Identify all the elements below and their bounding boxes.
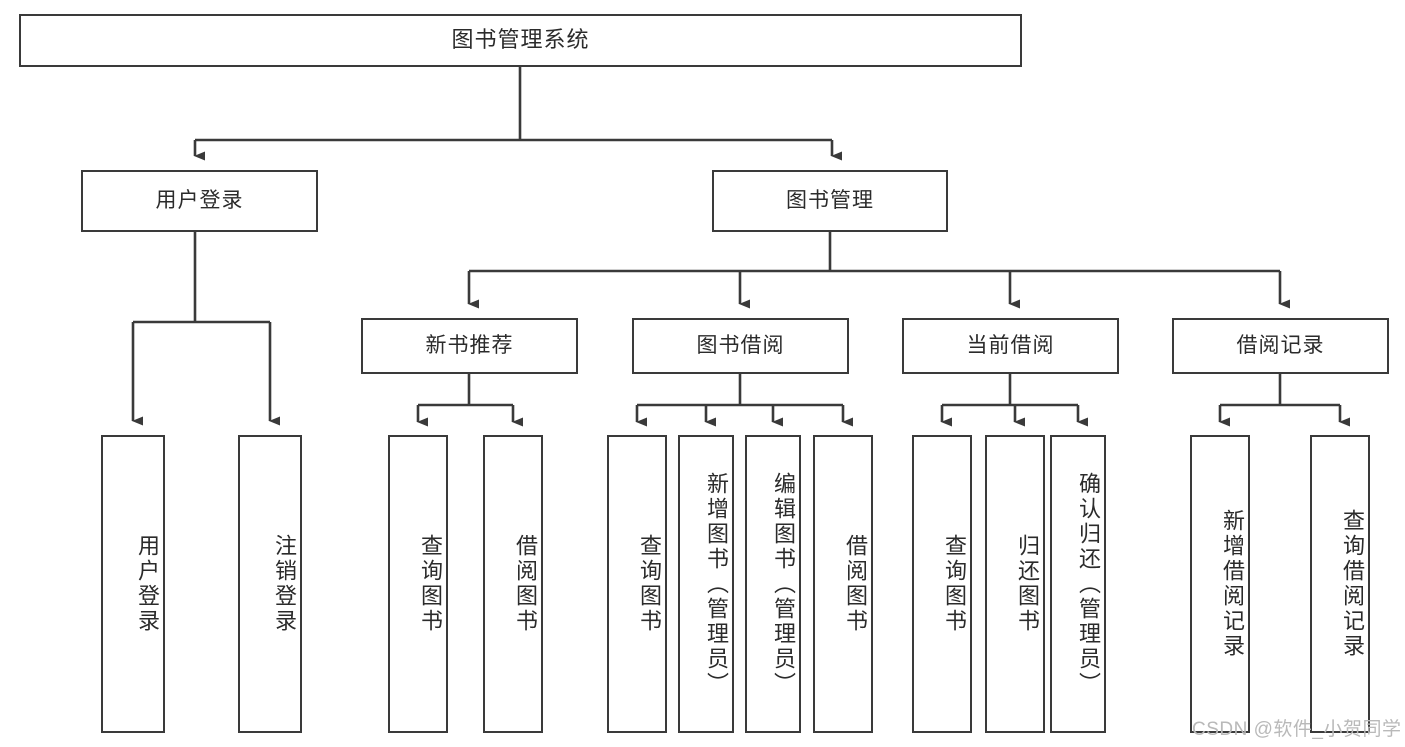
leaf-label: 查询借阅记录 <box>1340 509 1365 659</box>
node-new-book-recommend[interactable]: 新书推荐 <box>361 318 578 374</box>
leaf-label: 注销登录 <box>272 534 297 634</box>
leaf-label: 确认归还（管理员） <box>1076 471 1101 697</box>
node-user-login[interactable]: 用户登录 <box>81 170 318 232</box>
node-book-management[interactable]: 图书管理 <box>712 170 948 232</box>
leaf-query-book-borrow[interactable]: 查询图书 <box>607 435 667 733</box>
leaf-query-book-recommend[interactable]: 查询图书 <box>388 435 448 733</box>
leaf-label: 用户登录 <box>135 534 160 634</box>
leaf-edit-book-admin[interactable]: 编辑图书（管理员） <box>745 435 801 733</box>
leaf-confirm-return-admin[interactable]: 确认归还（管理员） <box>1050 435 1106 733</box>
node-borrow-record[interactable]: 借阅记录 <box>1172 318 1389 374</box>
leaf-add-borrow-record[interactable]: 新增借阅记录 <box>1190 435 1250 733</box>
leaf-label: 查询图书 <box>637 534 662 634</box>
leaf-label: 新增借阅记录 <box>1220 509 1245 659</box>
leaf-logout[interactable]: 注销登录 <box>238 435 302 733</box>
leaf-label: 查询图书 <box>942 534 967 634</box>
node-current-borrow[interactable]: 当前借阅 <box>902 318 1119 374</box>
leaf-add-book-admin[interactable]: 新增图书（管理员） <box>678 435 734 733</box>
leaf-user-login[interactable]: 用户登录 <box>101 435 165 733</box>
leaf-return-book[interactable]: 归还图书 <box>985 435 1045 733</box>
leaf-label: 查询图书 <box>418 534 443 634</box>
leaf-label: 归还图书 <box>1015 534 1040 634</box>
leaf-label: 新增图书（管理员） <box>704 471 729 697</box>
node-book-borrow[interactable]: 图书借阅 <box>632 318 849 374</box>
leaf-query-book-current[interactable]: 查询图书 <box>912 435 972 733</box>
leaf-query-borrow-record[interactable]: 查询借阅记录 <box>1310 435 1370 733</box>
leaf-label: 借阅图书 <box>513 534 538 634</box>
leaf-borrow-book[interactable]: 借阅图书 <box>813 435 873 733</box>
leaf-label: 借阅图书 <box>843 534 868 634</box>
leaf-borrow-book-recommend[interactable]: 借阅图书 <box>483 435 543 733</box>
csdn-watermark: CSDN @软件_小贺同学 <box>1192 719 1402 740</box>
node-root[interactable]: 图书管理系统 <box>19 14 1022 67</box>
leaf-label: 编辑图书（管理员） <box>771 471 796 697</box>
